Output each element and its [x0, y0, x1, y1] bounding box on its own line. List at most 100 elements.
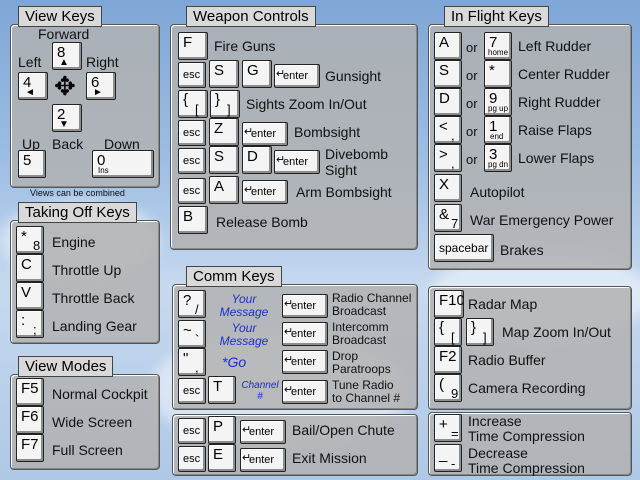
- increase-label: Increase: [468, 413, 522, 429]
- enter-arrow-icon: ↵: [242, 424, 252, 436]
- comm-keys-title: Comm Keys: [186, 266, 282, 287]
- key-plus[interactable]: +=: [434, 414, 462, 442]
- enter-arrow-icon: ↵: [276, 68, 286, 80]
- key-s[interactable]: S: [209, 60, 239, 88]
- key-v[interactable]: V: [16, 282, 44, 310]
- key-a[interactable]: A: [209, 176, 239, 204]
- key-enter[interactable]: enter↵: [240, 420, 286, 444]
- key-paren[interactable]: (9: [434, 374, 462, 402]
- key-c[interactable]: C: [16, 254, 44, 282]
- key-spacebar[interactable]: spacebar: [434, 234, 494, 262]
- key-enter[interactable]: enter↵: [282, 294, 328, 318]
- key-star-8[interactable]: *8: [16, 226, 44, 254]
- or-text: or: [466, 40, 478, 55]
- key-f2[interactable]: F2: [434, 346, 462, 374]
- brakes-label: Brakes: [500, 242, 544, 258]
- war-emergency-power-label: War Emergency Power: [470, 212, 614, 228]
- or-text: or: [466, 124, 478, 139]
- key-e[interactable]: E: [208, 444, 236, 472]
- paratroops-label: Paratroops: [332, 362, 391, 376]
- key-esc[interactable]: esc: [178, 148, 206, 174]
- key-s[interactable]: S: [434, 60, 462, 88]
- in-flight-keys-panel: [428, 24, 632, 270]
- enter-arrow-icon: ↵: [284, 326, 294, 338]
- key-f[interactable]: F: [178, 32, 208, 60]
- throttle-up-label: Throttle Up: [52, 262, 122, 278]
- key-t[interactable]: T: [208, 376, 236, 404]
- raise-flaps-label: Raise Flaps: [518, 122, 592, 138]
- key-enter[interactable]: enter↵: [282, 380, 328, 404]
- or-text: or: [466, 152, 478, 167]
- key-esc[interactable]: esc: [178, 62, 206, 88]
- gunsight-label: Gunsight: [325, 68, 382, 84]
- key-d[interactable]: D: [434, 88, 462, 116]
- right-rudder-label: Right Rudder: [518, 94, 601, 110]
- key-b[interactable]: B: [178, 206, 208, 234]
- key-z[interactable]: Z: [209, 118, 239, 146]
- key-brace-open[interactable]: {[: [434, 318, 462, 346]
- key-2[interactable]: 2▼: [52, 104, 82, 132]
- decrease-time-compression-label: Time Compression: [468, 460, 585, 476]
- in-flight-keys-title: In Flight Keys: [444, 6, 549, 27]
- arm-bombsight-label: Arm Bombsight: [296, 184, 392, 200]
- key-esc[interactable]: esc: [178, 446, 206, 472]
- key-f5[interactable]: F5: [16, 378, 44, 406]
- key-question[interactable]: ?/: [178, 290, 206, 318]
- key-p[interactable]: P: [208, 416, 236, 444]
- or-text: or: [466, 68, 478, 83]
- key-f10[interactable]: F10: [434, 290, 464, 318]
- key-enter[interactable]: enter↵: [242, 180, 288, 204]
- key-g[interactable]: G: [242, 60, 272, 88]
- key-s[interactable]: S: [209, 146, 239, 174]
- key-greater-than[interactable]: >,: [434, 144, 462, 172]
- bail-open-chute-label: Bail/Open Chute: [292, 422, 395, 438]
- key-enter[interactable]: enter↵: [282, 322, 328, 346]
- key-colon[interactable]: :;: [16, 310, 44, 338]
- key-enter[interactable]: enter↵: [274, 150, 320, 174]
- radio-buffer-label: Radio Buffer: [468, 352, 546, 368]
- key-esc[interactable]: esc: [178, 378, 206, 404]
- key-star[interactable]: *: [484, 60, 512, 88]
- enter-arrow-icon: ↵: [284, 354, 294, 366]
- weapon-controls-title: Weapon Controls: [186, 6, 316, 27]
- key-ampersand[interactable]: &7: [434, 204, 462, 232]
- key-esc[interactable]: esc: [178, 178, 206, 204]
- key-f6[interactable]: F6: [16, 406, 44, 434]
- divebomb-sight-label: Sight: [325, 162, 357, 178]
- key-minus[interactable]: _-: [434, 444, 462, 472]
- key-enter[interactable]: enter↵: [274, 64, 320, 88]
- sights-zoom-label: Sights Zoom In/Out: [246, 96, 367, 112]
- key-5[interactable]: 5: [18, 150, 46, 178]
- radio-channel-label: Radio Channel: [332, 291, 412, 305]
- key-brace-open[interactable]: {[: [178, 90, 208, 118]
- key-4[interactable]: 4◄: [18, 72, 48, 100]
- key-d[interactable]: D: [242, 146, 272, 174]
- enter-arrow-icon: ↵: [284, 298, 294, 310]
- key-tilde[interactable]: ~`: [178, 320, 206, 348]
- arrow-down-icon: ▼: [59, 119, 69, 130]
- key-less-than[interactable]: <,: [434, 116, 462, 144]
- time-compression-panel: [428, 412, 632, 476]
- key-enter[interactable]: enter↵: [242, 122, 288, 146]
- radio-broadcast-label: Broadcast: [332, 304, 387, 318]
- key-8[interactable]: 8▲: [52, 42, 82, 70]
- views-combined-note: Views can be combined: [30, 188, 125, 198]
- key-esc[interactable]: esc: [178, 120, 206, 146]
- key-quote[interactable]: ",: [178, 348, 206, 376]
- key-6[interactable]: 6►: [86, 72, 116, 100]
- key-esc[interactable]: esc: [178, 418, 206, 444]
- key-x[interactable]: X: [434, 174, 462, 202]
- key-enter[interactable]: enter↵: [240, 448, 286, 472]
- key-brace-close[interactable]: }]: [210, 90, 240, 118]
- go-text: *Go: [222, 354, 247, 370]
- key-brace-close[interactable]: }]: [466, 318, 494, 346]
- key-f7[interactable]: F7: [16, 434, 44, 462]
- key-enter[interactable]: enter↵: [282, 350, 328, 374]
- key-a[interactable]: A: [434, 32, 462, 60]
